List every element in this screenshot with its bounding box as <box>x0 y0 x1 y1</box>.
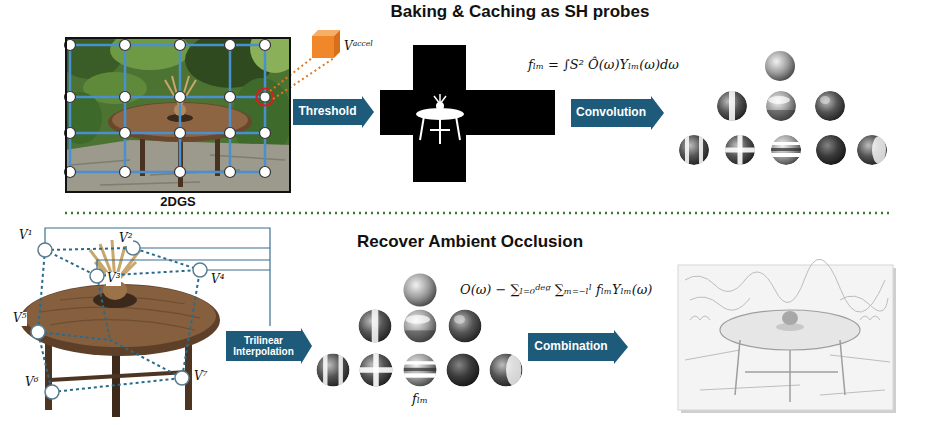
arrow-outline <box>293 96 374 128</box>
arrow-outline <box>528 330 628 364</box>
arrow-label: Trilinear Interpolation <box>226 328 301 364</box>
probe-volume-label: Vᵃᶜᶜᵉˡ <box>344 40 373 54</box>
arrow-block: Trilinear Interpolation <box>226 328 312 364</box>
arrow-label: Combination <box>528 330 614 364</box>
arrow-block: Combination <box>528 330 628 364</box>
section-heading: Recover Ambient Occlusion <box>357 232 583 252</box>
arrow-label: Threshold <box>293 96 362 128</box>
panel-caption: 2DGS <box>67 194 289 209</box>
arrow-label: Convolution <box>571 96 651 130</box>
probe-label: V³ <box>106 272 121 286</box>
arrow-outline <box>571 96 664 130</box>
formula: O(ω) − ∑ₗ₌₀ᵈᵉᵍ ∑ₘ₌₋ₗˡ fₗₘYₗₘ(ω) <box>460 283 652 298</box>
probe-label: V² <box>118 232 133 246</box>
probe-label: V¹ <box>18 229 33 243</box>
image-panel: 2DGS <box>65 37 291 193</box>
section-heading: Baking & Caching as SH probes <box>391 2 650 22</box>
arrow-outline <box>226 328 312 364</box>
probe-label: V⁵ <box>12 312 27 326</box>
probe-label: V⁶ <box>24 376 39 390</box>
coefficient-label: fₗₘ <box>412 392 428 407</box>
arrow-block: Threshold <box>293 96 374 128</box>
probe-label: V⁷ <box>193 370 208 384</box>
probe-label: V⁴ <box>210 273 225 287</box>
formula: fₗₘ = ∫S² Ô(ω)Yₗₘ(ω)dω <box>528 58 679 73</box>
arrow-block: Convolution <box>571 96 664 130</box>
